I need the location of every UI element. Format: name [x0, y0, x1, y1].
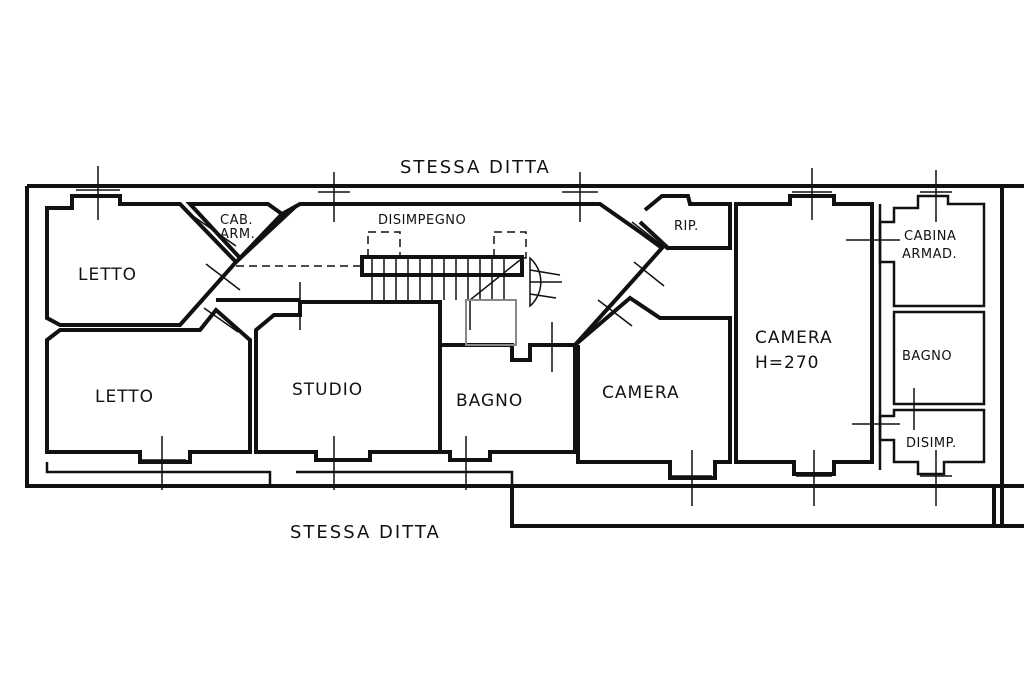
label-cabina-2: ARMAD.	[902, 247, 957, 262]
label-cab-arm-1: CAB.	[220, 213, 253, 228]
room-camera-2	[734, 194, 874, 476]
room-bagno-2	[892, 310, 986, 406]
label-letto-1: LETTO	[78, 265, 137, 285]
room-camera-1	[573, 295, 732, 480]
stair-diagonal	[469, 259, 521, 330]
corridor-diag-left	[234, 204, 298, 264]
stair-well	[465, 299, 517, 346]
wall-ticks	[76, 166, 952, 506]
dashed-box-left	[367, 231, 401, 259]
bottom-recess-mid	[296, 470, 514, 486]
label-rip: RIP.	[674, 219, 699, 234]
label-camera-2: CAMERA	[755, 328, 833, 348]
spiral-stair	[529, 256, 542, 308]
label-top-neighbor: STESSA DITTA	[400, 157, 551, 178]
label-cab-arm-2: ARM.	[220, 227, 255, 242]
label-studio: STUDIO	[292, 380, 363, 400]
room-letto-1	[45, 194, 239, 327]
dashed-box-right	[493, 231, 527, 259]
label-cabina-1: CABINA	[904, 229, 956, 244]
room-letto-2	[45, 307, 252, 464]
label-camera-2-height: H=270	[755, 353, 819, 373]
label-camera-1: CAMERA	[602, 383, 680, 403]
corridor-upper	[281, 202, 665, 347]
staircase	[236, 231, 562, 346]
bottom-recess-left	[45, 462, 272, 486]
label-bottom-neighbor: STESSA DITTA	[290, 522, 441, 543]
room-rip	[638, 194, 732, 250]
label-disimp: DISIMP.	[906, 436, 957, 451]
label-bagno-1: BAGNO	[456, 391, 523, 411]
label-disimpegno: DISIMPEGNO	[378, 213, 466, 228]
stair-treads	[371, 257, 505, 300]
label-letto-2: LETTO	[95, 387, 154, 407]
stair-landing	[360, 255, 524, 277]
bottom-exterior-wall	[25, 186, 1024, 528]
labels: STESSA DITTA STESSA DITTA LETTO LETTO CA…	[78, 157, 957, 543]
exterior-walls	[25, 184, 1024, 528]
label-bagno-2: BAGNO	[902, 349, 952, 364]
